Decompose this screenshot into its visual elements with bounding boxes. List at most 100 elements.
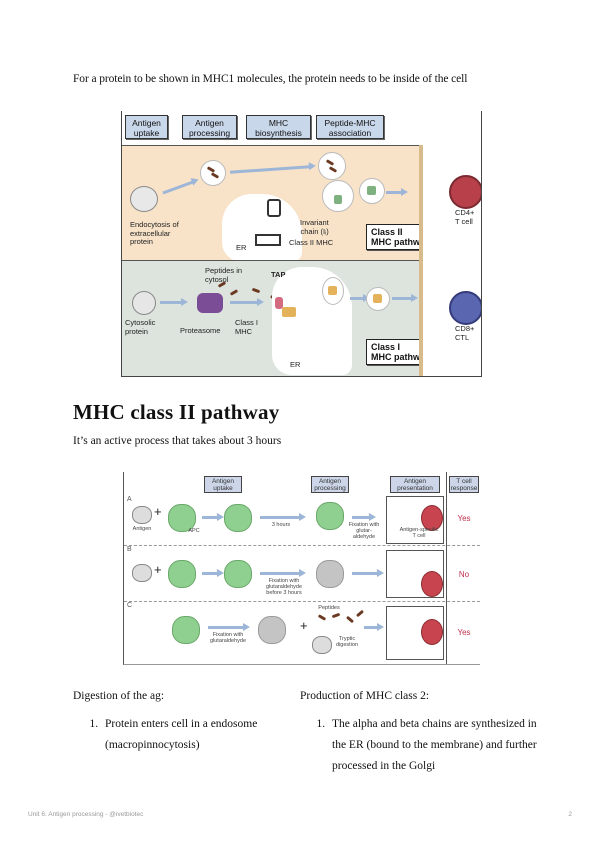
label-endocytosis: Endocytosis of extracellular protein [130, 220, 179, 246]
peptide-icon [345, 615, 355, 624]
peptide-icon [325, 159, 335, 166]
extracellular-space: CD4+ T cell CD8+ CTL [421, 145, 481, 376]
figure1-stage-headers: Antigen uptake Antigen processing MHC bi… [122, 111, 481, 145]
label-class1-mhc: Class I MHC [235, 318, 258, 336]
arrow-icon [392, 294, 418, 302]
mhc-pathways-figure: Antigen uptake Antigen processing MHC bi… [121, 111, 482, 377]
production-list: The alpha and beta chains are synthesize… [300, 714, 540, 777]
proteasome-icon [197, 293, 223, 313]
arrow-icon [230, 298, 264, 306]
apc-icon [168, 504, 196, 532]
list-item: Protein enters cell in a endosome (macro… [101, 714, 283, 756]
presentation-box [386, 606, 444, 660]
plus-icon: + [300, 618, 308, 633]
stage-mhc-biosynthesis: MHC biosynthesis [246, 115, 311, 139]
fixed-apc-icon [258, 616, 286, 644]
mhc2-icon [367, 186, 376, 195]
mhc2-icon [334, 195, 342, 204]
arrow-icon [352, 513, 376, 521]
section-subtitle: It’s an active process that takes about … [73, 435, 282, 447]
response-value: Yes [457, 514, 471, 523]
apc-with-antigen-icon [224, 504, 252, 532]
label-fixation-before-3-hours: Fixation with glutaraldehyde before 3 ho… [265, 578, 303, 596]
peptide-icon [317, 614, 327, 621]
stage-label: processing [188, 128, 231, 138]
class2-mhc-icon [255, 234, 281, 246]
extracellular-protein-icon [130, 186, 158, 212]
arrow-icon [352, 569, 384, 577]
transport-vesicle-icon [366, 287, 390, 311]
er-vesicle-icon [322, 277, 344, 305]
label-proteasome: Proteasome [180, 326, 221, 335]
tap-icon [275, 297, 283, 309]
cell-membrane [419, 145, 423, 376]
arrow-icon [160, 298, 188, 306]
arrow-icon [350, 294, 370, 302]
label-peptides-in-cytosol: Peptides in cytosol [205, 266, 243, 284]
antigen-icon [132, 564, 152, 582]
page-footer: Unit 6: Antigen processing - @ivetbiotec… [28, 811, 572, 818]
arrow-icon [229, 165, 311, 174]
stage-label: Peptide-MHC [324, 118, 376, 128]
apc-icon [168, 560, 196, 588]
label-3-hours: 3 hours [271, 522, 291, 528]
row-divider [124, 545, 480, 546]
label-class2-mhc: Class II MHC [289, 238, 334, 247]
antigen-icon [132, 506, 152, 524]
footer-text: Unit 6: Antigen processing - @ivetbiotec [28, 811, 144, 818]
intro-paragraph: For a protein to be shown in MHC1 molecu… [73, 73, 468, 85]
apc-processing-icon [316, 502, 344, 530]
presentation-box: Antigen-specific T cell [386, 496, 444, 544]
plus-icon: + [154, 562, 162, 577]
peptide-icon [331, 612, 341, 619]
label-cd8-ctl: CD8+ CTL [455, 324, 475, 342]
er-shape [222, 194, 302, 262]
arrow-icon [260, 513, 306, 521]
column-heading: Digestion of the ag: [73, 690, 165, 702]
label-apc: APC [188, 528, 200, 534]
arrow-icon [364, 623, 384, 631]
page-number: 2 [568, 811, 572, 818]
label-er: ER [290, 360, 301, 369]
mhc2-production-column: Production of MHC class 2: The alpha and… [300, 690, 540, 777]
endosome-icon [200, 160, 226, 186]
label-cytosolic-protein: Cytosolic protein [125, 318, 156, 336]
peptide-icon [210, 172, 220, 179]
label-antigen: Antigen [132, 526, 152, 532]
stage-label: association [328, 128, 372, 138]
arrow-icon [386, 188, 408, 196]
stage-label: uptake [133, 128, 160, 138]
row-divider [124, 601, 480, 602]
stage-peptide-mhc-association: Peptide-MHC association [316, 115, 384, 139]
class1-mhc-icon [328, 286, 337, 295]
cytosolic-protein-icon [132, 291, 156, 315]
list-item: The alpha and beta chains are synthesize… [328, 714, 540, 777]
arrow-icon [202, 569, 224, 577]
arrow-icon [208, 623, 250, 631]
row-letter: B [127, 546, 132, 553]
label-fixation: Fixation with glutaraldehyde [209, 632, 247, 644]
stage-label: Antigen [195, 118, 224, 128]
section-heading: MHC class II pathway [73, 400, 280, 424]
plus-icon: + [154, 504, 162, 519]
label-peptides: Peptides [318, 605, 340, 611]
apc-icon [172, 616, 200, 644]
cd8-ctl-icon [449, 291, 481, 325]
label-cd4-t-cell: CD4+ T cell [455, 208, 475, 226]
label-tap: TAP [271, 270, 286, 279]
label-fixation: Fixation with glutar-aldehyde [348, 522, 380, 540]
label-antigen-specific-t-cell: Antigen-specific T cell [399, 527, 439, 539]
peptide-icon [328, 166, 338, 173]
response-value: No [458, 570, 470, 579]
stage-label: Antigen [132, 118, 161, 128]
label-invariant-chain: Invariant chain (Iᵢ) [300, 218, 329, 236]
peptide-icon [355, 609, 365, 618]
t-cell-icon [421, 505, 443, 531]
cd4-t-cell-icon [449, 175, 481, 209]
arrow-icon [202, 513, 224, 521]
